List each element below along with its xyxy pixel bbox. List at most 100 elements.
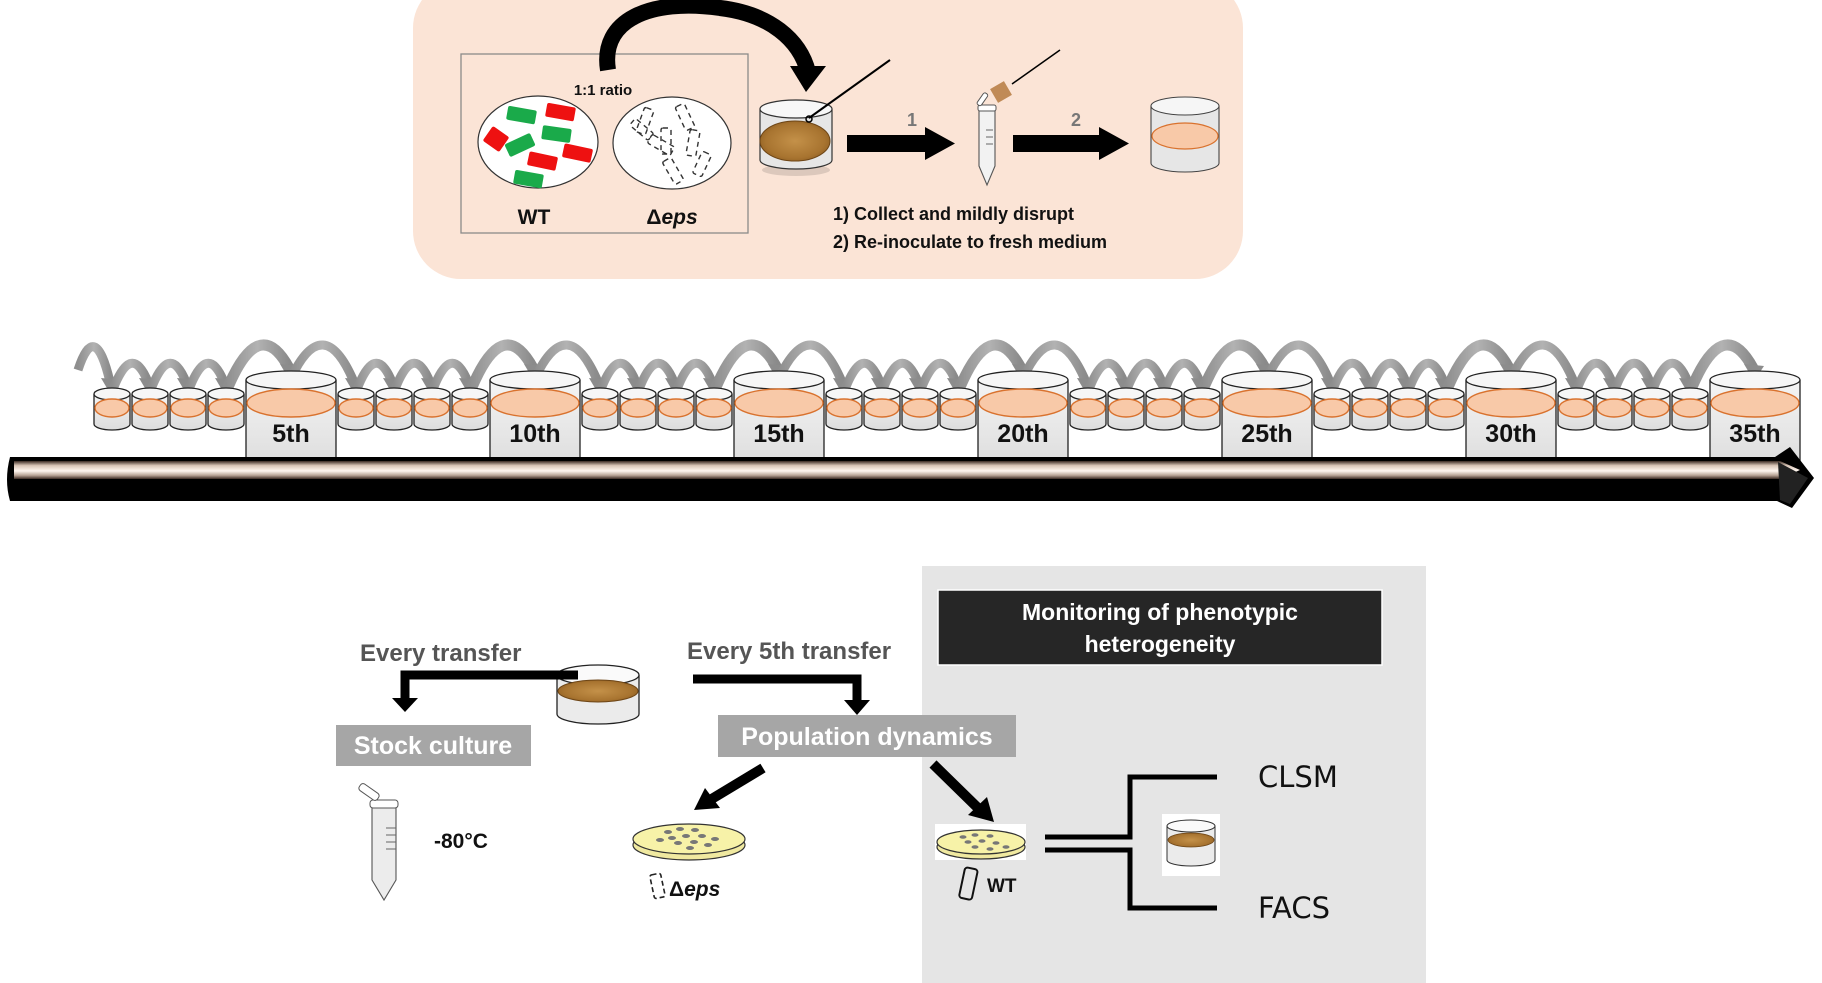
- transfer-arrow: [286, 340, 359, 384]
- transfer-arrow: [1159, 358, 1205, 394]
- wt-plate-arrow: [929, 760, 994, 822]
- transfer-arrow: [1440, 339, 1514, 395]
- eps-plate-arrow: [694, 763, 766, 810]
- milestone-label: 30th: [1485, 420, 1536, 448]
- milestone-label: 35th: [1729, 420, 1780, 448]
- step-2-description: 2) Re-inoculate to fresh medium: [833, 232, 1107, 252]
- transfer-cup: [1671, 387, 1709, 431]
- milestone-label: 20th: [997, 420, 1048, 448]
- milestone-cup: 5th: [245, 370, 337, 472]
- plate-wt-label: WT: [987, 876, 1017, 897]
- milestone-cup: 25th: [1221, 370, 1313, 472]
- stock-culture-label: Stock culture: [354, 732, 512, 760]
- milestone-label: 10th: [509, 420, 560, 448]
- cryo-tube-icon: [358, 783, 399, 902]
- eps-cell-icon: [649, 872, 666, 900]
- transfer-arrow: [107, 358, 153, 394]
- transfer-arrow: [1403, 358, 1449, 394]
- transfer-cup: [1427, 387, 1465, 431]
- transfer-arrow: [952, 339, 1026, 395]
- wt-cell-icon: [958, 866, 979, 901]
- step-1-number: 1: [907, 110, 917, 130]
- step-2-arrow: 2: [1013, 110, 1129, 160]
- transfer-arrow: [1571, 358, 1617, 394]
- transfer-arrow: [183, 358, 229, 394]
- transfer-arrow: [877, 358, 923, 394]
- transfer-cup: [1069, 387, 1107, 431]
- transfer-cup: [1183, 387, 1221, 431]
- transfer-cup: [901, 387, 939, 431]
- source-pellicle-cup-icon: [556, 664, 640, 725]
- transfer-arrow: [220, 339, 294, 395]
- transfer-arrow: [774, 340, 847, 384]
- transfer-cup: [131, 387, 169, 431]
- transfer-cup: [413, 387, 451, 431]
- transfer-cup: [169, 387, 207, 431]
- population-dynamics-label: Population dynamics: [741, 723, 992, 751]
- transfer-cup: [939, 387, 977, 431]
- analysis-branch-lines: [1045, 774, 1217, 911]
- pellicle-fragment: [990, 81, 1012, 103]
- transfer-timeline: 5th 10th 15th 20th 25th 30th 35th: [73, 339, 1801, 472]
- transfer-arrow: [1365, 358, 1411, 394]
- eps-mutant-culture-icon: [612, 96, 732, 190]
- transfer-arrow: [1018, 340, 1091, 384]
- transfer-arrow: [915, 358, 961, 394]
- population-dynamics-arrow: [693, 674, 870, 715]
- step-1-description: 1) Collect and mildly disrupt: [833, 204, 1074, 224]
- transfer-cup: [695, 387, 733, 431]
- transfer-cup: [1313, 387, 1351, 431]
- milestone-cup: 30th: [1465, 370, 1557, 472]
- transfer-cup: [1107, 387, 1145, 431]
- timeline-arrow: [7, 447, 1814, 508]
- every-5th-transfer-label: Every 5th transfer: [687, 638, 891, 665]
- plate-eps-label: Δeps: [669, 878, 720, 901]
- fresh-medium-cup-icon: [1150, 96, 1220, 173]
- population-dynamics-box: Population dynamics: [718, 715, 1016, 757]
- transfer-cup: [863, 387, 901, 431]
- transfer-arrow: [671, 358, 717, 394]
- pellicle-cup-icon: [759, 59, 891, 176]
- transfer-cup: [1595, 387, 1633, 431]
- transfer-cup: [825, 387, 863, 431]
- transfer-cup: [1389, 387, 1427, 431]
- transfer-arrow: [708, 339, 782, 395]
- transfer-cup: [657, 387, 695, 431]
- monitoring-title-box: Monitoring of phenotypic heterogeneity: [937, 589, 1383, 666]
- transfer-arrow: [1121, 358, 1167, 394]
- transfer-arrow: [351, 358, 397, 394]
- monitoring-pellicle-cup-icon: [1162, 814, 1220, 876]
- step-1-arrow: 1: [847, 110, 955, 160]
- milestone-label: 15th: [753, 420, 804, 448]
- transfer-arrow: [839, 358, 885, 394]
- stock-culture-box: Stock culture: [336, 725, 531, 766]
- transfer-cup: [1633, 387, 1671, 431]
- transfer-arrow: [145, 358, 191, 394]
- transfer-cup: [451, 387, 489, 431]
- transfer-arrow: [1609, 358, 1655, 394]
- transfer-cup: [1351, 387, 1389, 431]
- transfer-cup: [93, 387, 131, 431]
- eps-strain-label: Δeps: [646, 206, 697, 229]
- milestone-cup: 15th: [733, 370, 825, 472]
- milestone-label: 25th: [1241, 420, 1292, 448]
- transfer-arrow: [530, 340, 603, 384]
- transfer-arrow: [1262, 340, 1335, 384]
- transfer-cup: [207, 387, 245, 431]
- eps-agar-plate-icon: [632, 823, 746, 861]
- wt-culture-icon: [477, 95, 599, 189]
- wt-strain-label: WT: [518, 206, 551, 229]
- transfer-arrow: [633, 358, 679, 394]
- transfer-arrow: [1506, 340, 1579, 384]
- inoculation-arrow: [599, 0, 826, 92]
- transfer-arrow: [73, 342, 115, 384]
- ratio-label: 1:1 ratio: [574, 82, 632, 99]
- transfer-arrow: [389, 358, 435, 394]
- clsm-method-label: CLSM: [1258, 760, 1338, 794]
- transfer-arrow: [1083, 358, 1129, 394]
- transfer-cup: [337, 387, 375, 431]
- monitoring-title-line-2: heterogeneity: [1085, 631, 1236, 657]
- milestone-cup: 20th: [977, 370, 1069, 472]
- transfer-arrow: [595, 358, 641, 394]
